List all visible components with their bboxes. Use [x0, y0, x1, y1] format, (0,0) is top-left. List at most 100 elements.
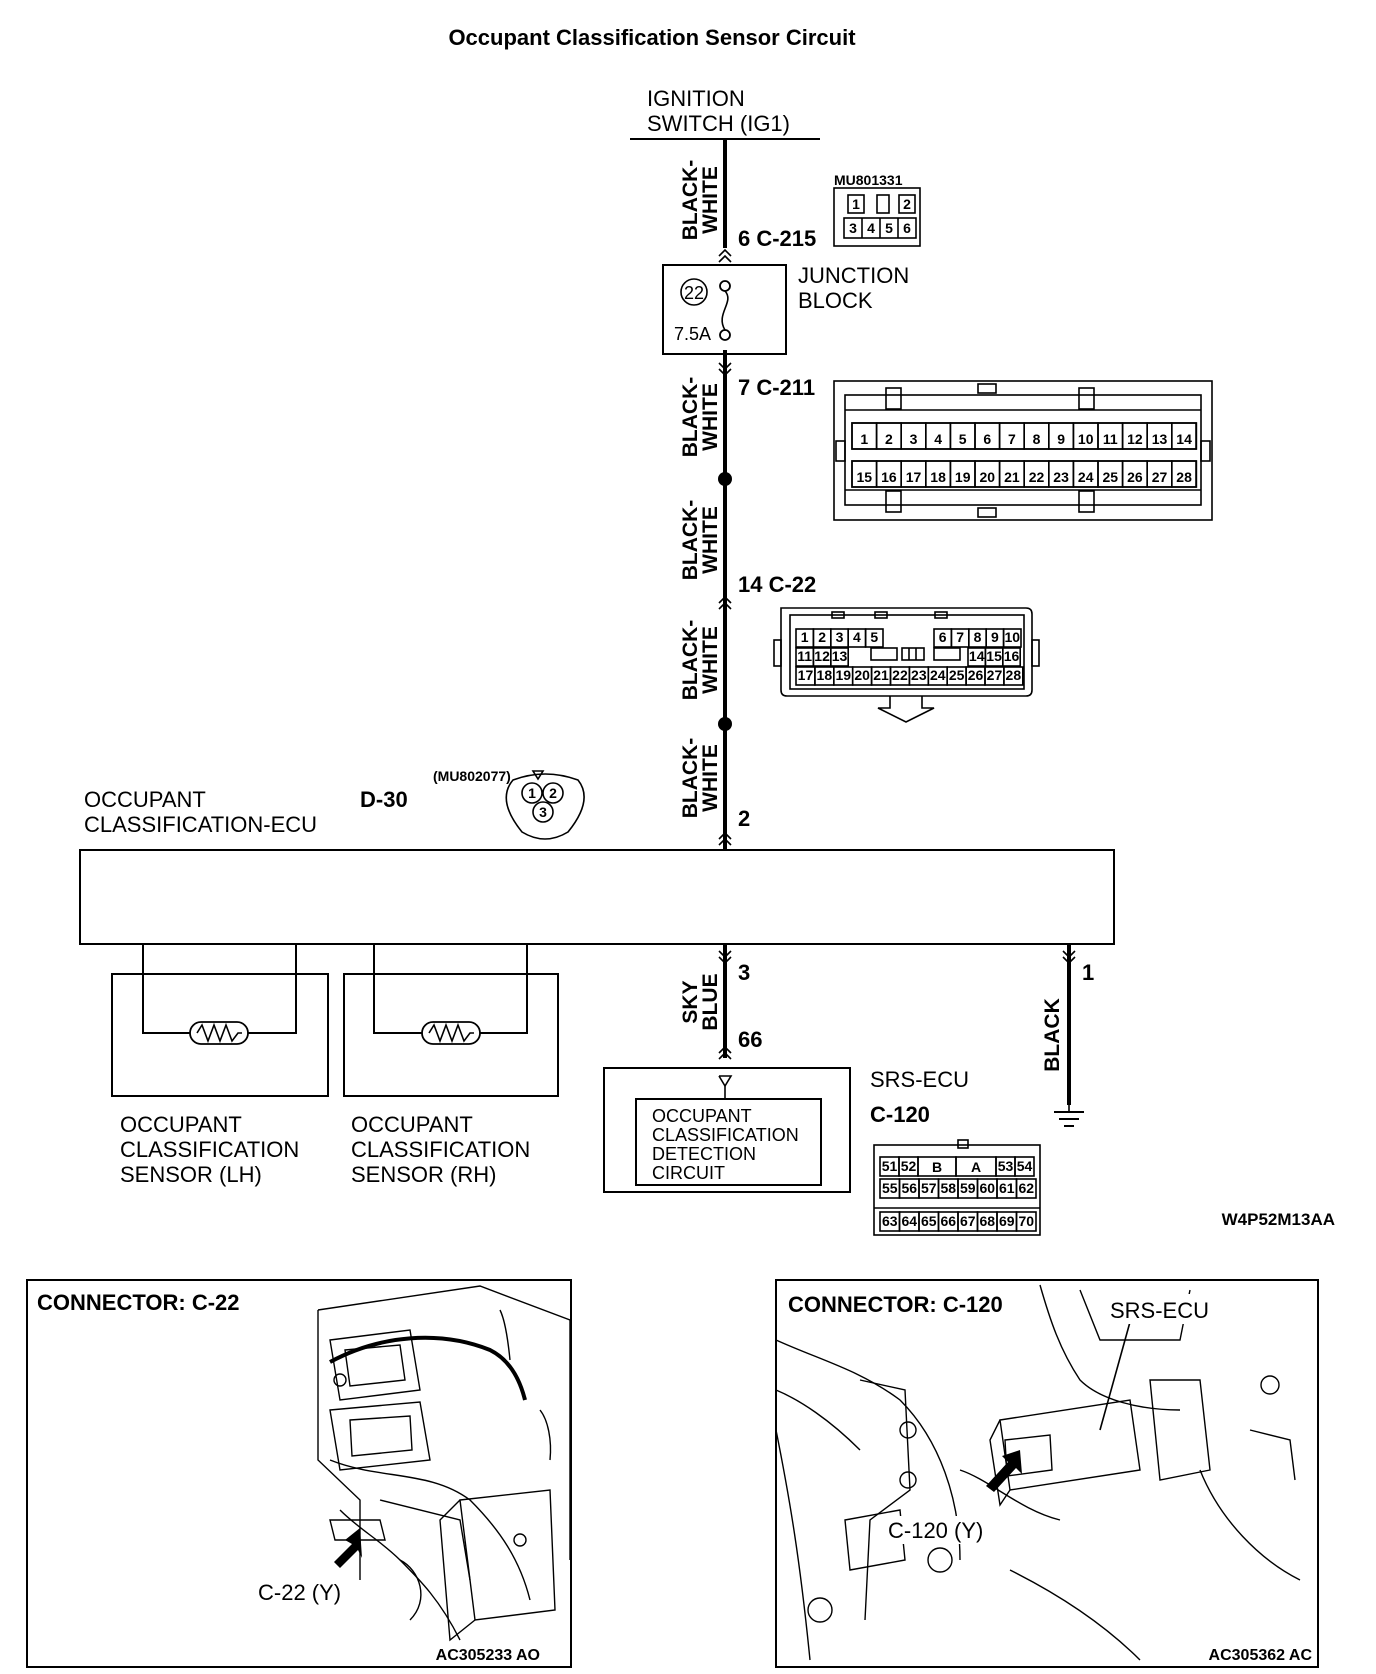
inset-c120-callout: C-120 (Y): [888, 1518, 983, 1543]
c120-pin-58: 58: [940, 1180, 956, 1196]
srs-circuit-line1: OCCUPANT: [652, 1106, 752, 1126]
sensor-rh-label-3: SENSOR (RH): [351, 1162, 496, 1187]
c120-connector: [873, 1139, 1041, 1236]
wire-color-bw-3: BLACK- WHITE: [679, 500, 722, 580]
c22-pin-1: 1: [801, 629, 809, 645]
c211-pin-12: 12: [1127, 431, 1143, 447]
inset-c22: CONNECTOR: C-22 C-22 (Y) AC305233 AO: [26, 1279, 572, 1668]
c120-pin-52: 52: [901, 1158, 917, 1174]
ignition-label-line1: IGNITION: [647, 86, 745, 111]
c22-pin-27: 27: [987, 667, 1003, 683]
c22-latch-arrow: [877, 696, 935, 723]
inset-c22-callout: C-22 (Y): [258, 1580, 341, 1605]
c120-cell-54: [1014, 1156, 1035, 1177]
c22-pin-23: 23: [911, 667, 927, 683]
d30-connector: 1 2 3: [505, 770, 585, 840]
svg-text:BLACK-: BLACK-: [679, 738, 702, 818]
inset-c120: CONNECTOR: C-120 SRS-ECU C-120 (Y) AC305…: [775, 1279, 1319, 1668]
ecu-label-line1: OCCUPANT: [84, 787, 206, 812]
resistor-icon-rh: [428, 1022, 474, 1044]
wire-color-bw-4: BLACK- WHITE: [679, 620, 722, 700]
c22-pin-3: 3: [836, 629, 844, 645]
mu801331-pin-1: 1: [852, 196, 860, 212]
c120-cell-70: [1015, 1211, 1037, 1232]
fuse-icon: [721, 290, 729, 331]
fuse-number-circle: [680, 278, 708, 306]
c120-cell-A: [955, 1156, 997, 1177]
srs-ecu-leader-line: [1099, 1321, 1131, 1431]
srs-ecu-box: [603, 1067, 851, 1193]
c120-pin-B: B: [932, 1159, 942, 1175]
label-c22: 14 C-22: [738, 572, 816, 597]
srs-circuit-line2: CLASSIFICATION: [652, 1125, 799, 1145]
c211-pin-9: 9: [1057, 431, 1065, 447]
ignition-label-line2: SWITCH (IG1): [647, 111, 790, 136]
ecu-box: [79, 849, 1115, 945]
c120-pin-57: 57: [921, 1180, 937, 1196]
mu801331-pin-3: 3: [849, 220, 857, 236]
ground-icon: [1054, 1105, 1084, 1127]
mu801331-pin-6: 6: [903, 220, 911, 236]
c211-pin-16: 16: [881, 469, 897, 485]
wire-color-bw-2: BLACK- WHITE: [679, 377, 722, 457]
c120-pin-70: 70: [1018, 1213, 1034, 1229]
c211-pin-7: 7: [1008, 431, 1016, 447]
c211-connector: [833, 380, 1213, 521]
inset-c120-title: CONNECTOR: C-120: [788, 1292, 1003, 1317]
svg-text:BLACK-: BLACK-: [679, 620, 702, 700]
c22-pin-28: 28: [1006, 667, 1022, 683]
c211-pin-8: 8: [1033, 431, 1041, 447]
c211-pin-13: 13: [1152, 431, 1168, 447]
c211-pin-20: 20: [980, 469, 996, 485]
d30-pin-2: 2: [549, 785, 557, 801]
fuse-number: 22: [684, 283, 704, 303]
c22-pin-15: 15: [986, 648, 1002, 664]
c22-cell-28: [1003, 666, 1024, 686]
mu801331-pin-4: 4: [867, 220, 875, 236]
c22-pin-2: 2: [818, 629, 826, 645]
c211-pin-14: 14: [1176, 431, 1192, 447]
chevron-ecu-pin3: [718, 950, 732, 965]
inset-c120-code: AC305362 AC: [1209, 1647, 1313, 1664]
diagram-code: W4P52M13AA: [1222, 1210, 1335, 1229]
c120-pin-62: 62: [1018, 1180, 1034, 1196]
c120-pin-51: 51: [882, 1158, 898, 1174]
c22-pin-11: 11: [797, 648, 812, 664]
c22-cell-16: [1001, 647, 1021, 667]
c22-arrow-icon: [334, 1528, 362, 1568]
svg-text:BLACK-: BLACK-: [679, 160, 702, 240]
label-ecu-pin2: 2: [738, 806, 750, 831]
svg-text:WHITE: WHITE: [699, 744, 722, 812]
ecu-part-code: (MU802077): [433, 768, 511, 784]
c120-pin-A: A: [971, 1159, 981, 1175]
label-c211: 7 C-211: [738, 375, 815, 400]
svg-text:BLUE: BLUE: [699, 973, 722, 1030]
label-srs-pin66: 66: [738, 1027, 762, 1052]
c211-pin-5: 5: [959, 431, 967, 447]
c22-pin-26: 26: [968, 667, 984, 683]
c22-pin-21: 21: [873, 667, 889, 683]
label-c215: 6 C-215: [738, 226, 816, 251]
c22-connector: [773, 607, 1040, 723]
c22-pin-6: 6: [939, 629, 947, 645]
fuse-rating: 7.5A: [674, 324, 711, 344]
c211-pin-22: 22: [1029, 469, 1045, 485]
chevron-c215: [718, 248, 732, 263]
c211-pin-17: 17: [906, 469, 922, 485]
c22-pin-7: 7: [956, 629, 964, 645]
c211-pin-18: 18: [930, 469, 946, 485]
c22-pin-12: 12: [814, 648, 830, 664]
c211-pin-26: 26: [1127, 469, 1143, 485]
c211-pin-4: 4: [934, 431, 942, 447]
inset-c22-code: AC305233 AO: [436, 1647, 540, 1664]
ecu-label-line2: CLASSIFICATION-ECU: [84, 812, 317, 837]
c120-pin-53: 53: [998, 1158, 1014, 1174]
c22-pin-18: 18: [817, 667, 833, 683]
inset-c22-title: CONNECTOR: C-22: [37, 1290, 240, 1315]
srs-ecu-label: SRS-ECU: [870, 1067, 969, 1092]
c211-pin-27: 27: [1152, 469, 1168, 485]
label-ecu-pin3: 3: [738, 960, 750, 985]
sensor-lh-label-2: CLASSIFICATION: [120, 1137, 299, 1162]
chevron-c211: [718, 362, 732, 377]
